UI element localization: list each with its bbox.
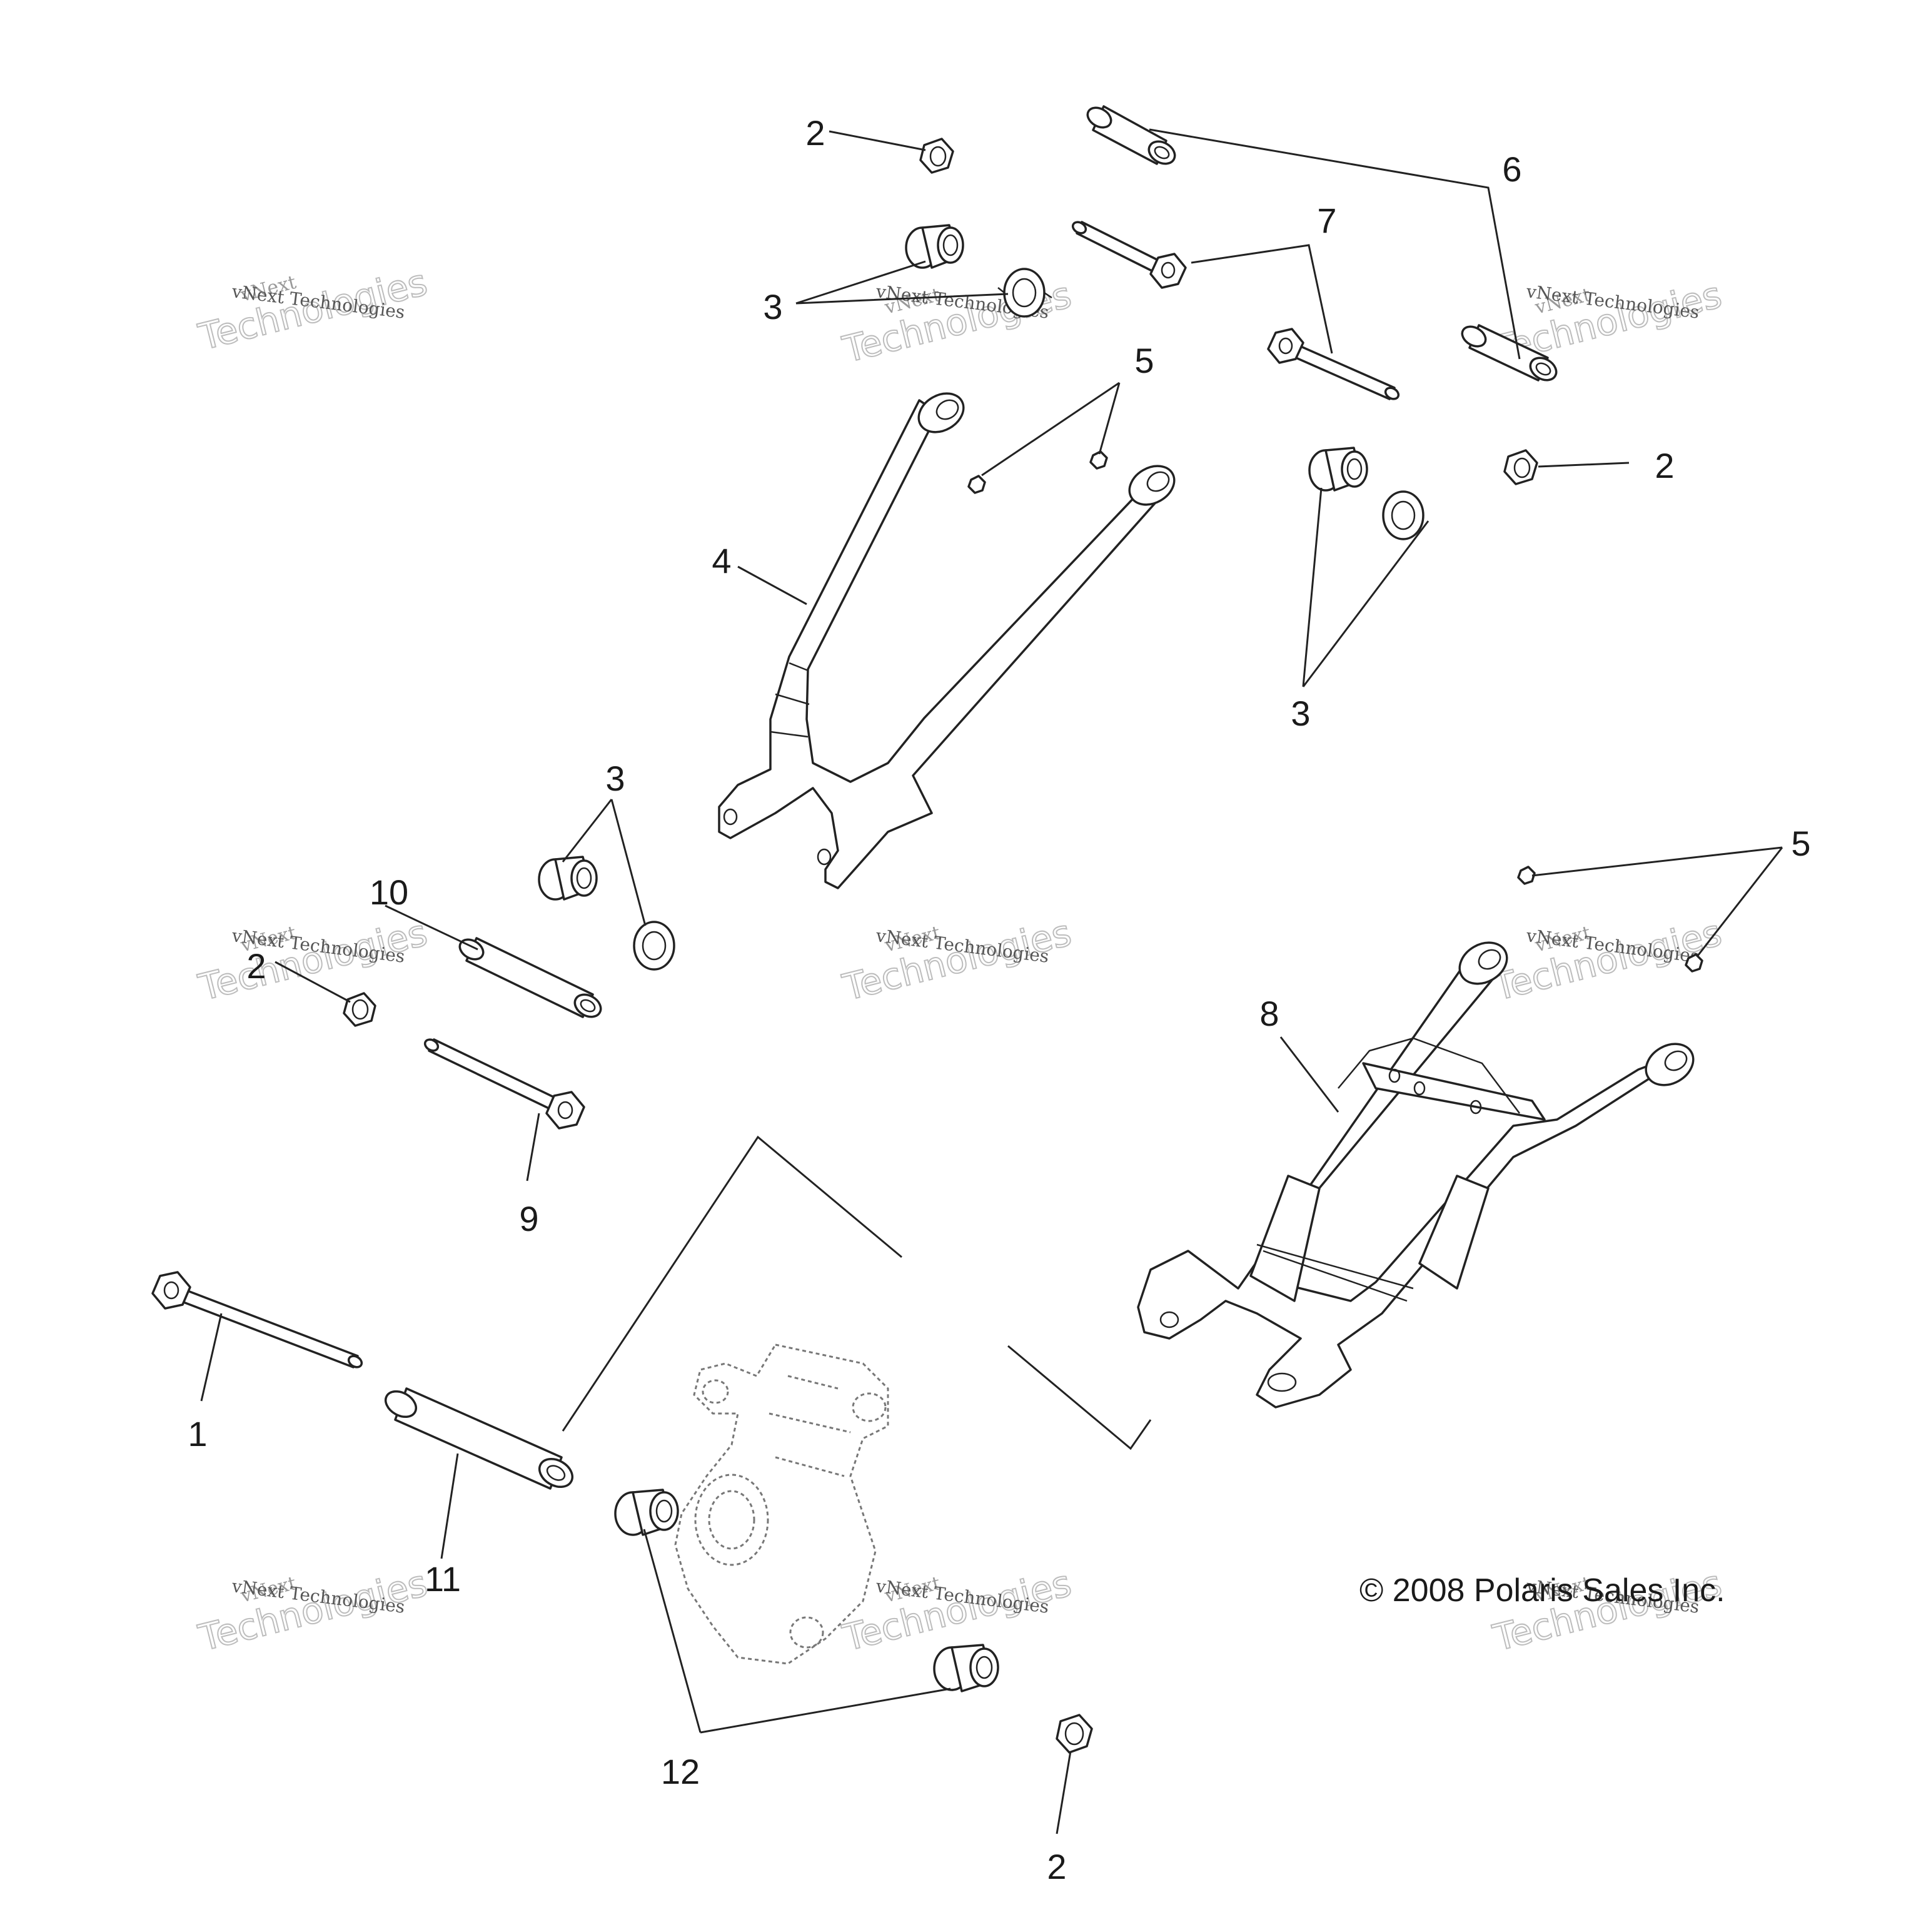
part-3-bushing-2 (997, 268, 1052, 318)
part-4-upper-a-arm (718, 392, 1176, 889)
part-6-pivot-tube-lower (1461, 324, 1558, 382)
callout-3-top: 3 (763, 287, 782, 326)
part-6-pivot-tube-upper (1086, 105, 1176, 165)
part-11-pivot-tube (385, 1387, 573, 1490)
callout-2-left: 2 (246, 946, 266, 986)
part-7-bolt-upper (1071, 221, 1187, 289)
part-2-nut-bottom (1056, 1714, 1093, 1754)
part-8-lower-a-arm (1137, 941, 1695, 1409)
callout-6: 6 (1502, 149, 1521, 189)
part-3-bushing-3 (1308, 447, 1368, 492)
callout-3-right: 3 (1291, 694, 1310, 733)
part-3-bushing-6 (633, 921, 675, 971)
callout-2-right: 2 (1655, 446, 1674, 485)
part-3-bushing-4 (1382, 490, 1424, 540)
part-12-bearing-lower (933, 1644, 999, 1692)
callout-labels: 2 6 7 3 5 2 4 3 3 10 2 5 8 9 1 11 12 2 (188, 113, 1810, 1886)
part-3-bushing-1 (905, 224, 964, 269)
part-12-bearing-upper (614, 1489, 679, 1536)
callout-5-right: 5 (1791, 824, 1810, 863)
callout-11: 11 (425, 1559, 461, 1599)
part-5-grease-fitting-1 (967, 475, 986, 494)
part-5-grease-fitting-3 (1517, 866, 1536, 885)
callout-4: 4 (712, 541, 731, 580)
part-2-nut-top (919, 138, 954, 174)
callout-7: 7 (1317, 201, 1336, 240)
callout-5-top: 5 (1134, 341, 1154, 380)
copyright-notice: © 2008 Polaris Sales Inc. (1359, 1572, 1725, 1609)
callout-10: 10 (370, 872, 408, 912)
part-7-bolt-lower (1267, 328, 1400, 400)
knuckle-phantom-outline (674, 1343, 889, 1665)
callout-3-left: 3 (605, 759, 625, 798)
part-10-pivot-tube (458, 937, 602, 1018)
assembly-bracket-lines (562, 1135, 1152, 1450)
callout-2-top: 2 (805, 113, 825, 153)
part-2-nut-left (343, 992, 376, 1027)
leader-lines (200, 128, 1783, 1834)
part-9-bolt (423, 1038, 585, 1130)
part-3-bushing-5 (538, 856, 598, 901)
callout-9: 9 (519, 1199, 538, 1238)
callout-2-bottom: 2 (1047, 1847, 1066, 1886)
callout-1: 1 (188, 1414, 207, 1454)
part-1-long-bolt (151, 1271, 363, 1368)
callout-8: 8 (1259, 994, 1279, 1033)
callout-12: 12 (661, 1752, 700, 1791)
part-2-nut-right (1503, 449, 1538, 485)
part-5-grease-fitting-2 (1089, 450, 1108, 470)
part-5-grease-fitting-4 (1685, 953, 1703, 973)
